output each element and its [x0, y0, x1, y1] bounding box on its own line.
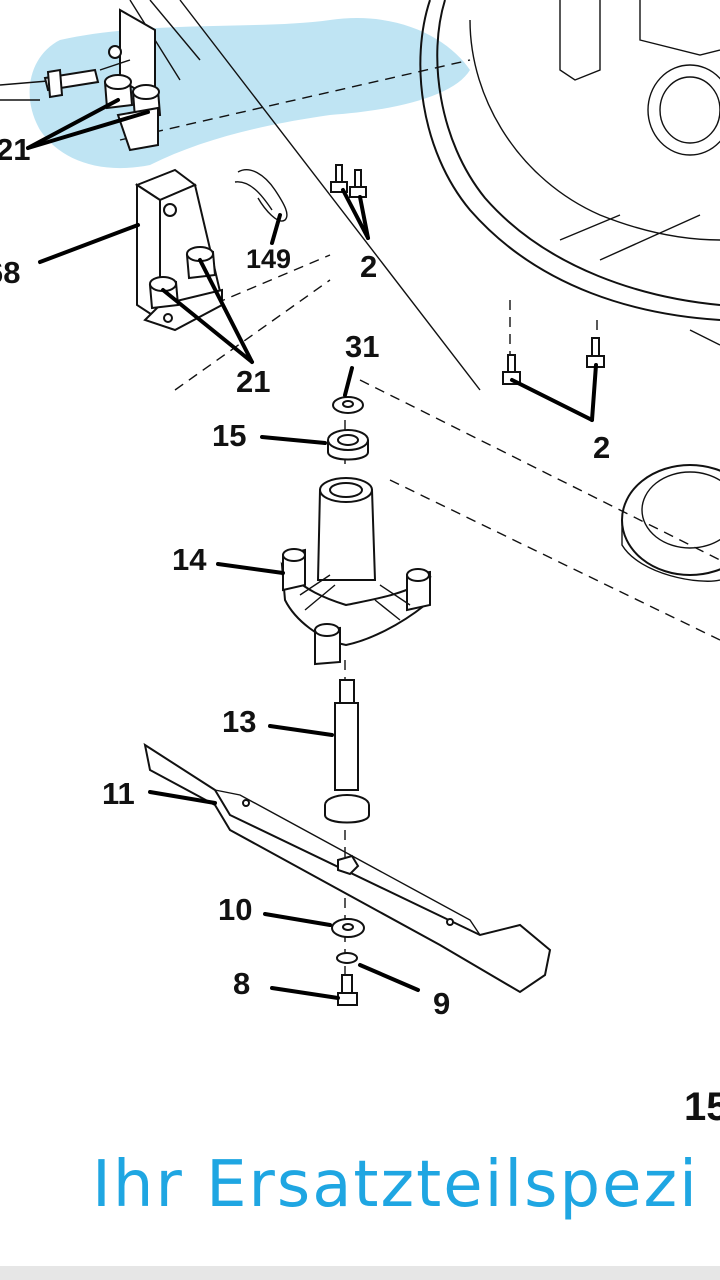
callout-149: 149 [246, 244, 291, 274]
bolt-8 [337, 974, 358, 1006]
spindle-shaft [324, 679, 370, 824]
callout-10: 10 [218, 892, 252, 927]
callout-13: 13 [222, 704, 256, 739]
deck-bracket [134, 168, 224, 332]
washer-31 [332, 396, 364, 414]
callout-21-top: 21 [0, 132, 30, 167]
bearing-15 [327, 429, 369, 461]
callout-9: 9 [433, 986, 450, 1021]
callout-2-top: 2 [360, 249, 377, 284]
callout-8: 8 [233, 966, 250, 1001]
callout-21-lower: 21 [236, 364, 270, 399]
bottom-bar [0, 1266, 720, 1280]
leader-lines [26, 98, 598, 1000]
upper-bracket [43, 8, 162, 152]
callout-11: 11 [102, 776, 135, 811]
callout-68: 68 [0, 255, 20, 290]
cotter-pin [234, 169, 288, 222]
callout-15: 15 [212, 418, 246, 453]
callout-31: 31 [345, 329, 379, 364]
mower-deck [419, 0, 720, 582]
lock-washer-9 [336, 952, 358, 964]
callout-14: 14 [172, 542, 207, 577]
banner-text: Ihr Ersatzteilspezi [92, 1148, 699, 1222]
bolts-right [502, 337, 605, 385]
washer-10 [331, 918, 365, 938]
bolts-top [330, 164, 367, 198]
spindle-housing [280, 477, 432, 666]
callout-2-right: 2 [593, 430, 610, 465]
highlight-area [29, 18, 470, 169]
page-number: 15 [684, 1085, 720, 1129]
